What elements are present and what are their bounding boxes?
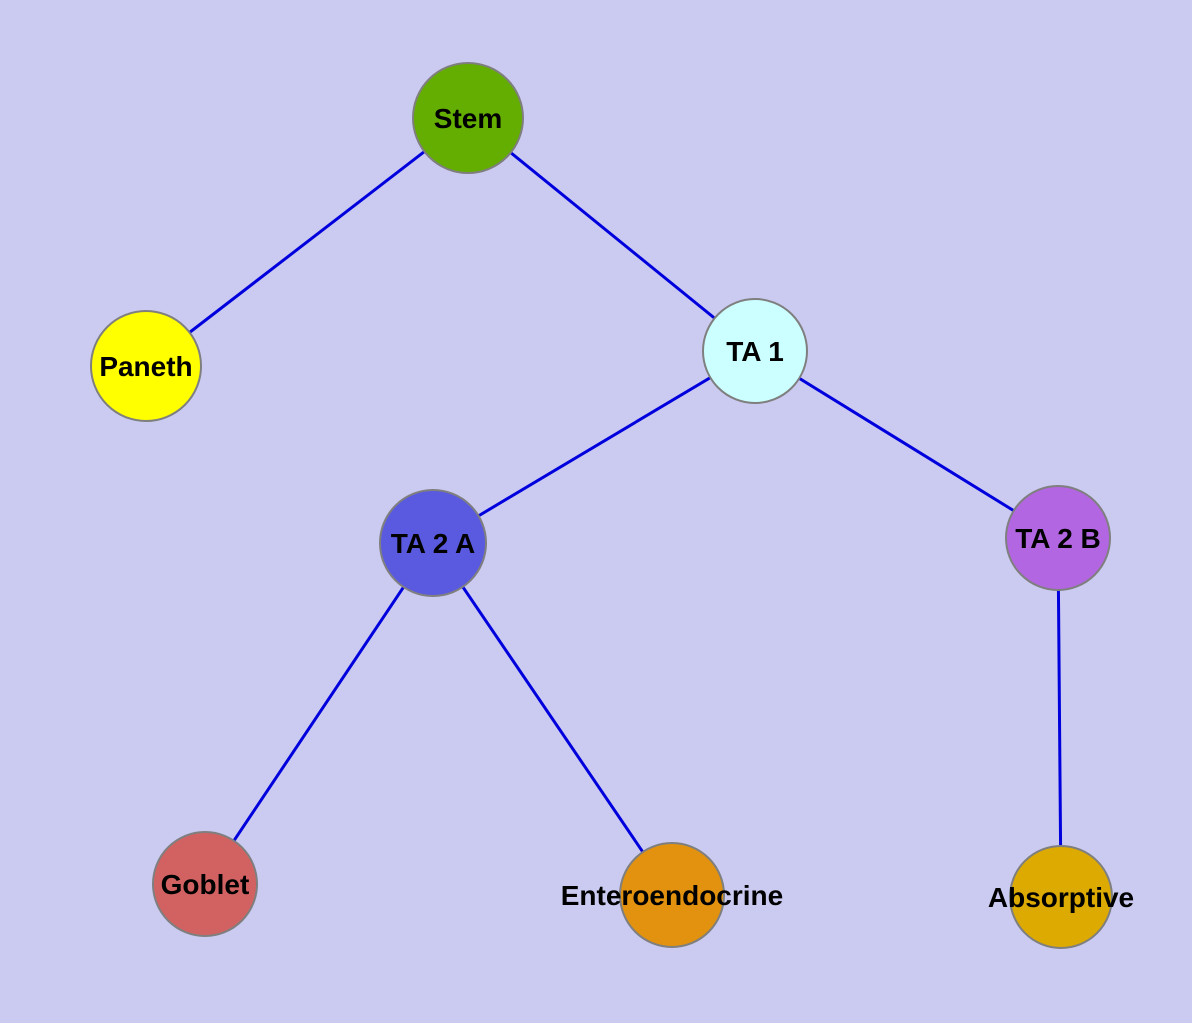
- edge-stem-ta1: [467, 116, 756, 353]
- node-ta2b[interactable]: TA 2 B: [1005, 485, 1111, 591]
- node-ta2a[interactable]: TA 2 A: [379, 489, 487, 597]
- edge-ta1-ta2a: [432, 349, 756, 545]
- edge-ta2a-goblet: [203, 542, 435, 885]
- node-circle-absorptive[interactable]: [1009, 845, 1113, 949]
- node-circle-ta2b[interactable]: [1005, 485, 1111, 591]
- node-circle-paneth[interactable]: [90, 310, 202, 422]
- node-circle-stem[interactable]: [412, 62, 524, 174]
- node-paneth[interactable]: Paneth: [90, 310, 202, 422]
- edge-stem-paneth: [145, 116, 469, 368]
- node-circle-goblet[interactable]: [152, 831, 258, 937]
- node-circle-ta2a[interactable]: [379, 489, 487, 597]
- node-goblet[interactable]: Goblet: [152, 831, 258, 937]
- edge-ta2a-enteroendocrine: [431, 542, 674, 896]
- node-stem[interactable]: Stem: [412, 62, 524, 174]
- edge-ta2b-absorptive: [1056, 537, 1063, 898]
- node-circle-enteroendocrine[interactable]: [619, 842, 725, 948]
- edge-ta1-ta2b: [754, 349, 1059, 540]
- node-ta1[interactable]: TA 1: [702, 298, 808, 404]
- node-circle-ta1[interactable]: [702, 298, 808, 404]
